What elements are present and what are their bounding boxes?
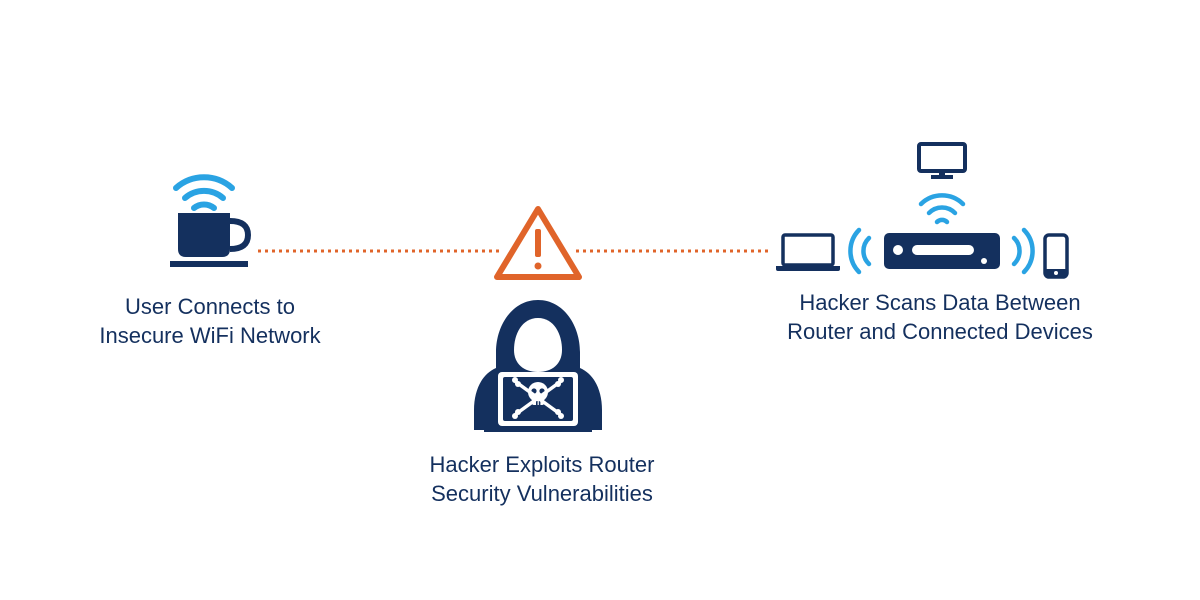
user-caption-line1: User Connects to xyxy=(125,294,295,319)
monitor-icon xyxy=(917,142,967,180)
router-wifi-right-icon xyxy=(1004,226,1038,276)
hacker-caption-line1: Hacker Exploits Router xyxy=(429,452,655,477)
hacker-caption: Hacker Exploits Router Security Vulnerab… xyxy=(392,450,692,508)
router-wifi-up-icon xyxy=(917,190,967,228)
smartphone-icon xyxy=(1043,233,1069,279)
router-caption: Hacker Scans Data Between Router and Con… xyxy=(770,288,1110,346)
warning-icon xyxy=(491,203,585,283)
laptop-icon xyxy=(775,232,841,272)
router-caption-line2: Router and Connected Devices xyxy=(787,319,1093,344)
hacker-caption-line2: Security Vulnerabilities xyxy=(431,481,653,506)
coffee-cup-wifi-icon xyxy=(160,165,260,273)
hooded-hacker-laptop-icon xyxy=(470,298,606,434)
router-icon xyxy=(884,233,1000,269)
router-wifi-left-icon xyxy=(845,226,879,276)
user-caption: User Connects to Insecure WiFi Network xyxy=(60,292,360,350)
router-caption-line1: Hacker Scans Data Between xyxy=(799,290,1081,315)
user-caption-line2: Insecure WiFi Network xyxy=(99,323,321,348)
